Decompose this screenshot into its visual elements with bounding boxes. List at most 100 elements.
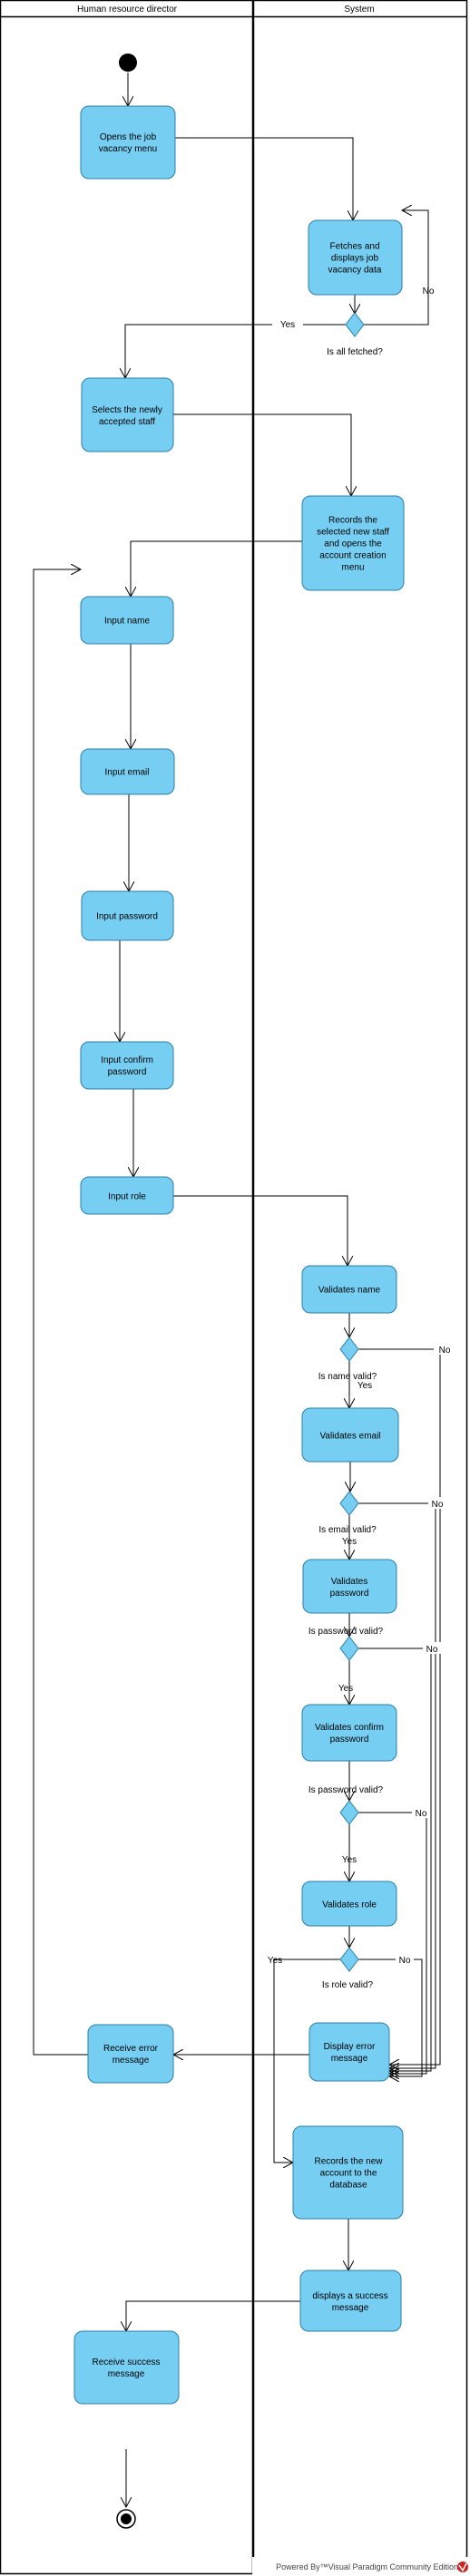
node-label-line: Display error <box>324 2042 376 2052</box>
decision-labels: Is all fetched? Is name valid? Is email … <box>308 347 384 1990</box>
node-label-line: displays a success <box>312 2291 387 2301</box>
node-label-line: selected new staff <box>317 528 389 538</box>
node-label-line: and opens the <box>324 540 382 549</box>
node-label-line: Receive error <box>103 2044 159 2054</box>
node-label-line: account to the <box>320 2169 377 2179</box>
node-label-line: Validates <box>331 1577 367 1587</box>
guard-no-role: No <box>399 1956 411 1966</box>
label-email-valid: Is email valid? <box>318 1525 377 1535</box>
edge-decrole-yes <box>273 1959 340 2163</box>
decision-name-valid <box>339 1337 359 1362</box>
node-label-line: vacancy data <box>328 266 382 276</box>
guard-no-name: No <box>439 1346 451 1356</box>
edge-open-to-fetch <box>175 137 353 220</box>
label-name-valid: Is name valid? <box>318 1372 377 1382</box>
action-validate-email: Validates email <box>301 1407 399 1463</box>
action-open-vacancy: Opens the job vacancy menu <box>80 105 176 180</box>
svg-text:Validates role: Validates role <box>322 1900 377 1910</box>
svg-text:Input role: Input role <box>108 1192 146 1202</box>
visual-paradigm-logo-icon <box>457 2561 468 2572</box>
svg-text:Validates name: Validates name <box>318 1286 381 1296</box>
svg-text:Validates email: Validates email <box>319 1432 380 1442</box>
edge-receive-to-name-loop <box>33 569 88 2056</box>
node-label-line: password <box>330 1589 369 1599</box>
decision-email-valid <box>339 1491 359 1516</box>
svg-text:Input email: Input email <box>105 768 150 778</box>
guard-yes-role: Yes <box>268 1956 282 1966</box>
node-label-line: Input password <box>96 912 158 922</box>
svg-text:Input password: Input password <box>96 912 158 922</box>
action-validate-role: Validates role <box>301 1881 397 1927</box>
guard-no-confirm: No <box>416 1809 427 1819</box>
svg-text:Input name: Input name <box>104 617 150 627</box>
action-input-email: Input email <box>80 748 175 795</box>
node-label-line: message <box>113 2056 150 2066</box>
action-validate-name: Validates name <box>301 1265 397 1314</box>
action-record-staff: Records the selected new staff and opens t… <box>301 495 405 591</box>
action-display-error: Display error message <box>308 2022 390 2082</box>
node-label-line: Receive success <box>92 2357 160 2367</box>
action-validate-password: Validates password <box>302 1559 397 1614</box>
node-label-line: account creation <box>319 551 386 561</box>
node-label-line: database <box>329 2181 367 2191</box>
edge-decrole-no <box>358 1959 423 2076</box>
node-label-line: accepted staff <box>99 417 155 427</box>
guard-yes-fetched: Yes <box>280 320 295 330</box>
node-label-line: message <box>331 2054 368 2064</box>
label-role-valid: Is role valid? <box>322 1980 374 1990</box>
decision-role-valid <box>339 1947 359 1972</box>
edge-decconfirm-no <box>358 1812 427 2074</box>
node-label-line: menu <box>341 563 364 573</box>
node-label-line: Validates email <box>319 1432 380 1442</box>
action-input-password: Input password <box>81 890 174 941</box>
edge-decision-yes <box>125 324 346 378</box>
node-label-line: vacancy menu <box>99 144 157 154</box>
final-node <box>116 2509 136 2529</box>
action-input-confirm: Input confirm password <box>80 1041 174 1090</box>
node-label-line: Opens the job <box>100 132 157 142</box>
node-label-line: password <box>330 1735 369 1745</box>
node-label-line: password <box>108 1067 147 1077</box>
edge-record-to-name <box>131 540 302 597</box>
guard-no-fetched: No <box>423 287 435 296</box>
action-input-name: Input name <box>80 596 174 645</box>
action-select-staff: Selects the newly accepted staff <box>81 377 174 452</box>
action-input-role: Input role <box>80 1176 174 1215</box>
edge-success-to-receive <box>126 2300 300 2331</box>
guard-no-password: No <box>426 1645 438 1655</box>
decision-confirm-valid <box>339 1800 359 1825</box>
node-label-line: message <box>332 2303 369 2313</box>
label-all-fetched: Is all fetched? <box>327 347 383 357</box>
edges <box>33 73 441 2507</box>
node-label-line: Records the new <box>314 2157 383 2167</box>
guard-yes-password: Yes <box>338 1684 353 1694</box>
node-label-line: Validates confirm <box>315 1723 384 1733</box>
node-label-line: Input confirm <box>101 1055 153 1065</box>
edge-role-to-vname <box>173 1195 348 1266</box>
guard-no-email: No <box>432 1500 444 1510</box>
label-password-valid: Is password valid? <box>308 1627 384 1637</box>
swimlane-left-title: Human resource director <box>77 5 178 15</box>
edge-decemail-no <box>358 1502 436 2068</box>
node-label-line: Records the <box>328 516 377 526</box>
node-label-line: Input name <box>104 617 150 627</box>
decision-password-valid <box>339 1636 359 1661</box>
action-validate-confirm: Validates confirm password <box>301 1704 397 1762</box>
edge-decision-no-loop <box>364 210 429 326</box>
node-label-line: Selects the newly <box>92 405 162 415</box>
action-record-account: Records the new account to the database <box>292 2125 404 2220</box>
edge-select-to-record <box>173 413 351 496</box>
guard-labels: Yes No Yes No Yes No Yes No Yes No Yes N… <box>268 287 452 1966</box>
node-label-line: Input email <box>105 768 150 778</box>
